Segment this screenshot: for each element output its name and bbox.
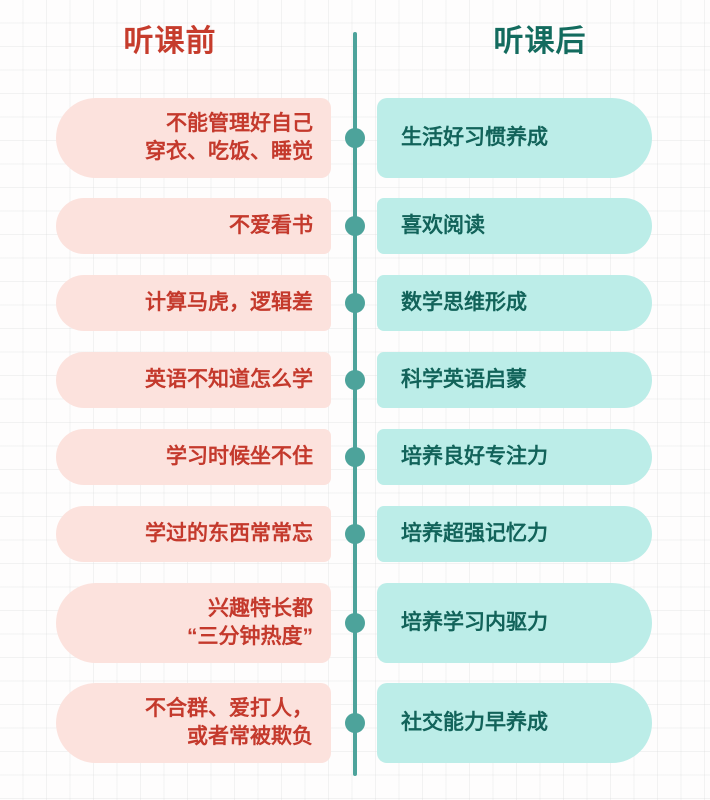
after-card[interactable]: 喜欢阅读 xyxy=(377,198,652,254)
after-card[interactable]: 培养良好专注力 xyxy=(377,429,652,485)
before-card[interactable]: 不爱看书 xyxy=(56,198,331,254)
before-card[interactable]: 兴趣特长都 “三分钟热度” xyxy=(56,583,331,663)
timeline-dot xyxy=(345,524,365,544)
timeline-axis xyxy=(353,32,357,776)
timeline-dot xyxy=(345,128,365,148)
timeline-dot xyxy=(345,613,365,633)
after-card[interactable]: 培养学习内驱力 xyxy=(377,583,652,663)
before-card[interactable]: 不能管理好自己 穿衣、吃饭、睡觉 xyxy=(56,98,331,178)
column-header-after: 听课后 xyxy=(493,25,587,58)
timeline-dot xyxy=(345,447,365,467)
column-header-before: 听课前 xyxy=(123,25,217,58)
after-card[interactable]: 科学英语启蒙 xyxy=(377,352,652,408)
after-card[interactable]: 生活好习惯养成 xyxy=(377,98,652,178)
before-card[interactable]: 不合群、爱打人， 或者常被欺负 xyxy=(56,683,331,763)
before-card[interactable]: 学习时候坐不住 xyxy=(56,429,331,485)
timeline-dot xyxy=(345,713,365,733)
after-card[interactable]: 培养超强记忆力 xyxy=(377,506,652,562)
before-card[interactable]: 英语不知道怎么学 xyxy=(56,352,331,408)
after-card[interactable]: 数学思维形成 xyxy=(377,275,652,331)
before-card[interactable]: 学过的东西常常忘 xyxy=(56,506,331,562)
timeline-dot xyxy=(345,293,365,313)
timeline-dot xyxy=(345,370,365,390)
timeline-dot xyxy=(345,216,365,236)
before-card[interactable]: 计算马虎，逻辑差 xyxy=(56,275,331,331)
after-card[interactable]: 社交能力早养成 xyxy=(377,683,652,763)
